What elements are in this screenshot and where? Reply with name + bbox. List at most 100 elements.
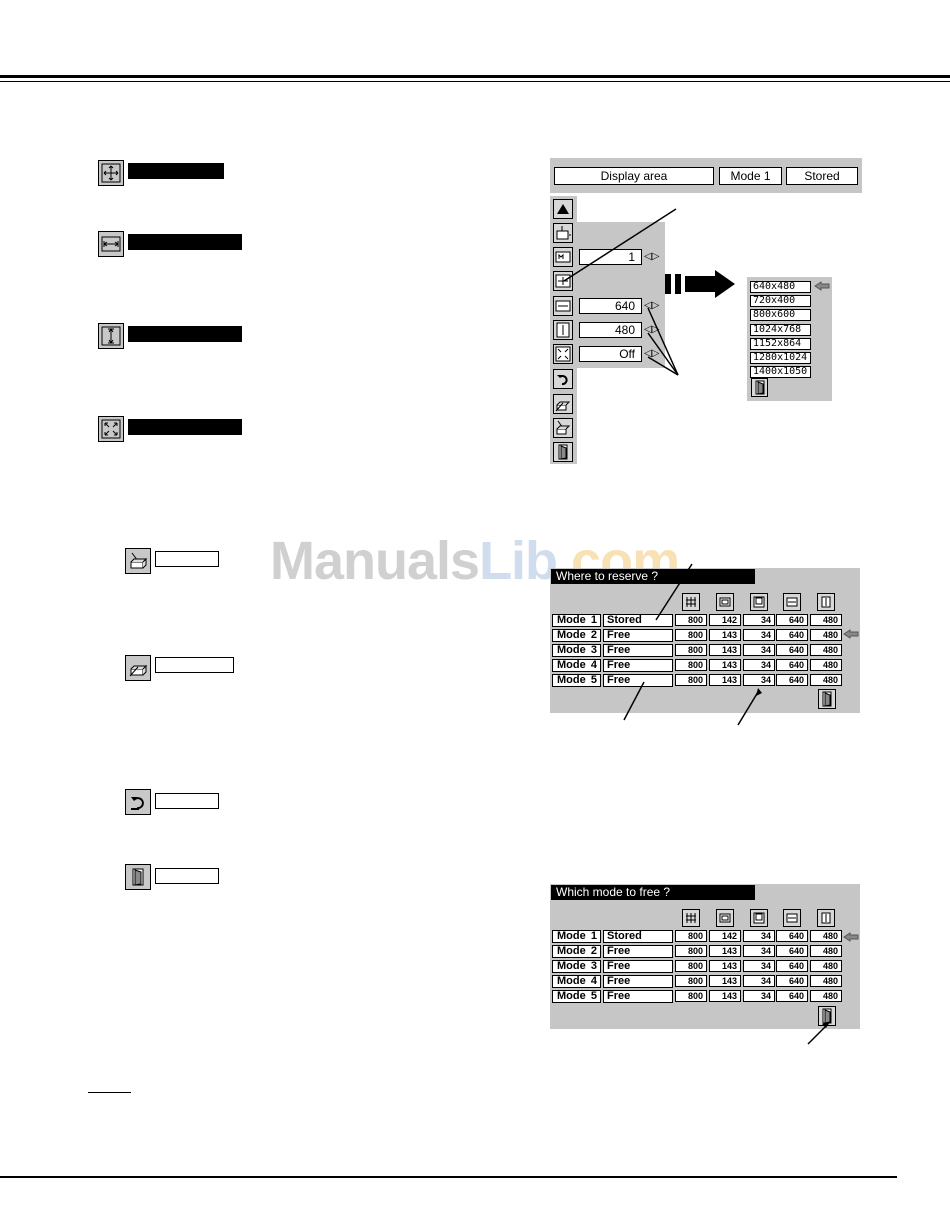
mode-value-cell: 480 [810,945,842,957]
quit-menu-icon[interactable] [553,442,573,462]
horizontal-value: 640 [579,298,642,314]
resolution-quit-icon[interactable] [751,378,768,397]
resolution-option[interactable]: 1024x768 [750,323,811,336]
store-menu-icon[interactable] [553,418,573,438]
mode-value-cell: 143 [709,945,741,957]
mode-value-cell: 640 [776,674,808,686]
mode-value-cell: 480 [810,990,842,1002]
full-screen-label-bar [128,419,242,435]
mode-word: Mode [557,960,586,972]
h-position-icon [716,593,734,611]
mode-number: 2 [590,945,597,957]
mode-value-cell: 640 [776,629,808,641]
free-selected-arrow-icon [843,932,859,942]
selected-arrow-icon [814,281,830,291]
mode-number-adjust-icon[interactable]: ◁▷ [644,251,660,262]
mode-word: Mode [557,990,586,1002]
reserve-callout-lines [623,563,762,726]
mode-value-cell: 800 [675,975,707,987]
mode-value-cell: 143 [709,960,741,972]
mode-value-cell: 480 [810,629,842,641]
horizontal-adjust-icon[interactable]: ◁▷ [644,300,660,311]
resolution-option[interactable]: 800x600 [750,309,811,322]
position-label-bar [128,163,224,179]
mode-value-cell: 143 [709,644,741,656]
mode-number: 2 [590,629,597,641]
mode-value-cell: 800 [675,990,707,1002]
up-arrow-icon[interactable] [553,199,573,219]
mode-value-cell: 800 [675,629,707,641]
mode-value-cell: 34 [743,990,775,1002]
reset-label-box [155,793,219,809]
mode-word: Mode [557,975,586,987]
reserve-selected-arrow-icon [843,629,859,639]
resolution-option[interactable]: 720x400 [750,295,811,308]
position-menu-icon[interactable] [553,271,573,291]
resolution-option[interactable]: 1280x1024 [750,352,811,364]
mode-select-icon[interactable] [553,247,573,267]
mode-value-cell: 143 [709,990,741,1002]
mode-value-cell: 34 [743,975,775,987]
resolution-option[interactable]: 640x480 [750,281,811,293]
mode-value-cell: 34 [743,960,775,972]
mode-value-cell: 480 [810,930,842,942]
mode-word: Mode [557,945,586,957]
store-icon [125,548,151,574]
mode-value-cell: 480 [810,975,842,987]
width-icon [783,593,801,611]
mode-value-cell: 640 [776,644,808,656]
mode-number: 5 [590,990,597,1002]
mode-value-cell: 640 [776,990,808,1002]
mode-row-label[interactable]: Mode 5 [552,990,601,1003]
mode-value-cell: 143 [709,674,741,686]
mode-value-cell: 34 [743,629,775,641]
quit-icon [125,864,151,890]
mode-status: Stored [603,930,673,943]
mode-value-cell: 143 [709,975,741,987]
h-position-icon [716,909,734,927]
v-position-icon [750,909,768,927]
full-screen-adjust-icon[interactable]: ◁▷ [644,348,660,359]
width-icon [783,909,801,927]
free-menu-icon[interactable] [553,394,573,414]
mode-value-cell: 800 [675,614,707,626]
mode-value-cell: 480 [810,659,842,671]
resolution-option[interactable]: 1400x1050 [750,366,811,379]
horizontal-icon [98,231,124,257]
mode-status: Free [603,945,673,958]
vertical-adjust-icon[interactable]: ◁▷ [644,324,660,335]
reset-menu-icon[interactable] [553,369,573,389]
mode-value-cell: 480 [810,960,842,972]
mode-value-cell: 800 [675,659,707,671]
mode-value-cell: 640 [776,614,808,626]
reset-icon [125,789,151,815]
mode-value-cell: 640 [776,975,808,987]
top-rule-thin [0,81,950,82]
mode-value-cell: 480 [810,614,842,626]
display-menu-icon[interactable] [553,223,573,243]
reserve-quit-icon[interactable] [818,689,836,709]
mode-number: 3 [590,644,597,656]
free-label-box [155,657,234,673]
vertical-icon [98,323,124,349]
mode-value-cell: 800 [675,960,707,972]
full-screen-menu-icon[interactable] [553,344,573,364]
resolution-option[interactable]: 1152x864 [750,337,811,350]
mode-number: 5 [590,674,597,686]
reserve-table-title: Where to reserve ? [551,569,755,584]
mode-row-label[interactable]: Mode 2 [552,945,601,958]
mode-status: Free [603,659,673,672]
horizontal-menu-icon[interactable] [553,296,573,316]
vertical-menu-icon[interactable] [553,320,573,340]
full-screen-value: Off [579,346,642,362]
mode-label: Mode 1 [719,167,782,185]
mode-value-cell: 800 [675,945,707,957]
